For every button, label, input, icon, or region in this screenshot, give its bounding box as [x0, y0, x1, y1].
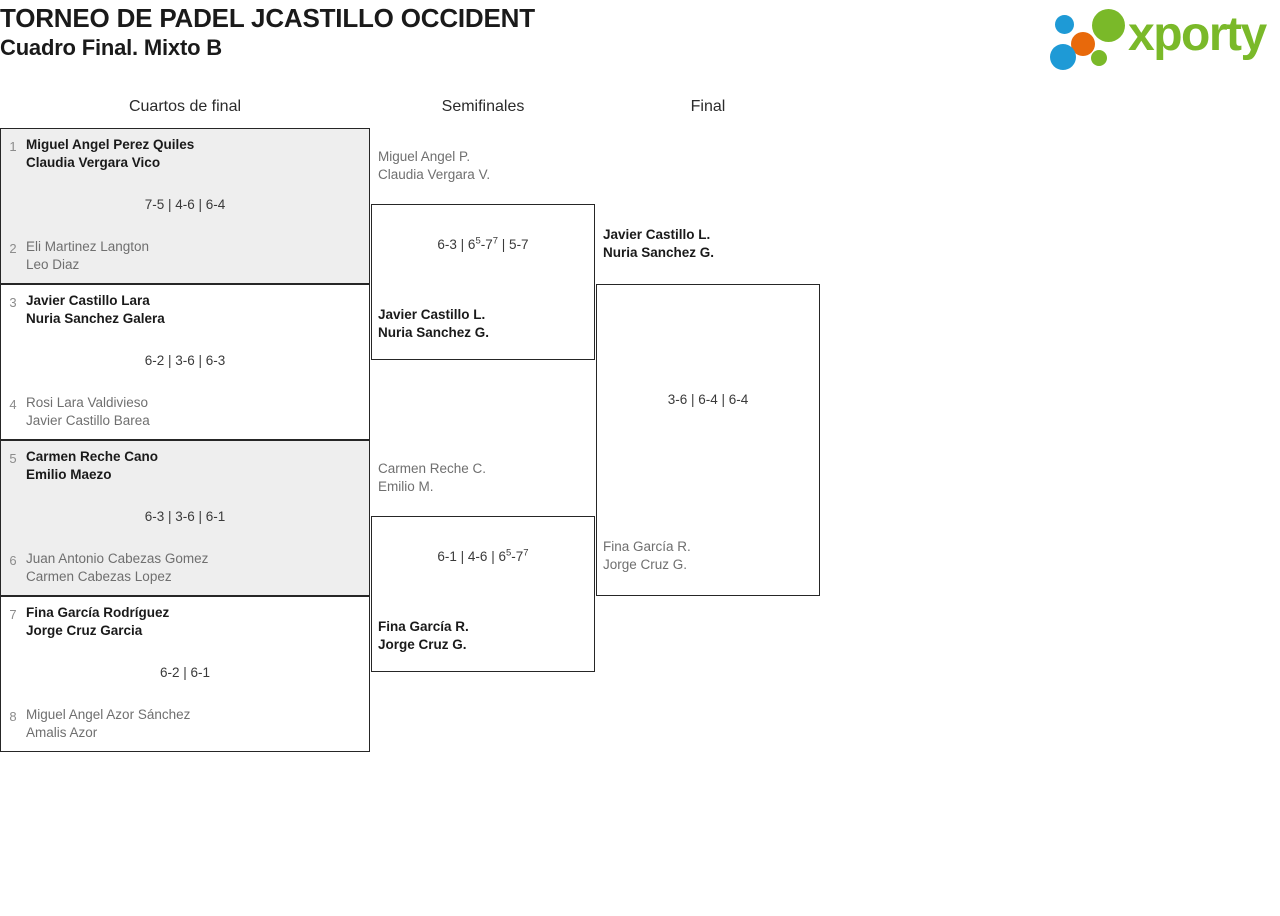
- player-name: Jorge Cruz G.: [378, 637, 467, 652]
- seed-number: 1: [9, 139, 17, 154]
- player-name: Carmen Reche C.: [378, 461, 487, 476]
- match-final[interactable]: Javier Castillo L. Nuria Sanchez G. 3-6 …: [596, 218, 820, 618]
- team-top: Carmen Reche Cano Emilio Maezo: [0, 448, 370, 484]
- match-score: 6-1 | 4-6 | 65-77: [437, 547, 529, 564]
- match-score: 6-3 | 65-77 | 5-7: [437, 235, 529, 252]
- match-box: [371, 516, 595, 672]
- player-name: Fina García R.: [378, 619, 469, 634]
- round-header-semifinals: Semifinales: [441, 98, 525, 115]
- player-name: Miguel Angel Perez Quiles: [26, 137, 195, 152]
- player-name: Carmen Reche Cano: [26, 449, 159, 464]
- match-quarterfinal-2[interactable]: 3 Javier Castillo Lara Nuria Sanchez Gal…: [0, 284, 370, 440]
- round-header-quarterfinals: Cuartos de final: [128, 98, 242, 115]
- player-name: Miguel Angel Azor Sánchez: [26, 707, 191, 722]
- player-name: Miguel Angel P.: [378, 149, 471, 164]
- xporty-logo[interactable]: xporty: [1050, 4, 1276, 70]
- match-box: [0, 596, 370, 752]
- team-bottom: Juan Antonio Cabezas Gomez Carmen Cabeza…: [0, 550, 370, 586]
- team-top: Carmen Reche C. Emilio M.: [371, 460, 595, 496]
- player-name: Juan Antonio Cabezas Gomez: [26, 551, 209, 566]
- player-name: Jorge Cruz Garcia: [26, 623, 143, 638]
- page-header: TORNEO DE PADEL JCASTILLO OCCIDENT Cuadr…: [0, 0, 1280, 78]
- logo-dot-blue-small: [1055, 15, 1074, 34]
- logo-dot-green-large: [1092, 9, 1125, 42]
- logo-dot-blue-large: [1050, 44, 1076, 70]
- logo-wordmark: xporty: [1128, 8, 1267, 61]
- player-name: Nuria Sanchez Galera: [26, 311, 165, 326]
- match-quarterfinal-4[interactable]: 7 Fina García Rodríguez Jorge Cruz Garci…: [0, 596, 370, 752]
- team-top: Javier Castillo Lara Nuria Sanchez Galer…: [0, 292, 370, 328]
- seed-number: 4: [9, 397, 17, 412]
- player-name: Fina García Rodríguez: [26, 605, 170, 620]
- seed-number: 5: [9, 451, 17, 466]
- player-name: Rosi Lara Valdivieso: [26, 395, 149, 410]
- match-box: [596, 284, 820, 596]
- match-score: 7-5 | 4-6 | 6-4: [144, 197, 226, 212]
- player-name: Carmen Cabezas Lopez: [26, 569, 172, 584]
- player-name: Claudia Vergara Vico: [26, 155, 161, 170]
- player-name: Fina García R.: [603, 539, 691, 554]
- player-name: Javier Castillo L.: [378, 307, 486, 322]
- match-score: 6-2 | 6-1: [159, 665, 211, 680]
- match-quarterfinal-3[interactable]: 5 Carmen Reche Cano Emilio Maezo 6-3 | 3…: [0, 440, 370, 596]
- player-name: Emilio M.: [378, 479, 434, 494]
- team-bottom: Fina García R. Jorge Cruz G.: [596, 538, 820, 574]
- team-bottom: Javier Castillo L. Nuria Sanchez G.: [371, 306, 595, 342]
- player-name: Jorge Cruz G.: [603, 557, 688, 572]
- match-semifinal-2[interactable]: Carmen Reche C. Emilio M. 6-1 | 4-6 | 65…: [371, 452, 595, 672]
- team-bottom: Fina García R. Jorge Cruz G.: [371, 618, 595, 654]
- match-box: [0, 128, 370, 284]
- seed-number: 8: [9, 709, 17, 724]
- player-name: Javier Castillo Lara: [26, 293, 150, 308]
- bracket-subtitle: Cuadro Final. Mixto B: [0, 35, 222, 60]
- tournament-name: TORNEO DE PADEL JCASTILLO OCCIDENT: [0, 3, 535, 33]
- team-top: Fina García Rodríguez Jorge Cruz Garcia: [0, 604, 370, 640]
- tournament-title-block: TORNEO DE PADEL JCASTILLO OCCIDENT Cuadr…: [0, 2, 535, 62]
- team-top: Miguel Angel Perez Quiles Claudia Vergar…: [0, 136, 370, 172]
- team-bottom: Rosi Lara Valdivieso Javier Castillo Bar…: [0, 394, 370, 430]
- player-name: Javier Castillo L.: [603, 227, 711, 242]
- round-header-final: Final: [690, 98, 726, 115]
- match-score: 6-3 | 3-6 | 6-1: [144, 509, 226, 524]
- player-name: Amalis Azor: [26, 725, 98, 740]
- match-semifinal-1[interactable]: Miguel Angel P. Claudia Vergara V. 6-3 |…: [371, 140, 595, 360]
- player-name: Emilio Maezo: [26, 467, 112, 482]
- player-name: Leo Diaz: [26, 257, 80, 272]
- player-name: Nuria Sanchez G.: [603, 245, 715, 260]
- match-box: [371, 204, 595, 360]
- seed-number: 6: [9, 553, 17, 568]
- team-bottom: Eli Martinez Langton Leo Diaz: [0, 238, 370, 274]
- player-name: Claudia Vergara V.: [378, 167, 491, 182]
- logo-dot-green-small: [1091, 50, 1107, 66]
- team-top: Javier Castillo L. Nuria Sanchez G.: [596, 226, 820, 262]
- logo-dots-icon: [1050, 8, 1132, 70]
- seed-number: 7: [9, 607, 17, 622]
- player-name: Nuria Sanchez G.: [378, 325, 490, 340]
- seed-number: 3: [9, 295, 17, 310]
- team-top: Miguel Angel P. Claudia Vergara V.: [371, 148, 595, 184]
- match-box: [0, 284, 370, 440]
- match-quarterfinal-1[interactable]: 1 Miguel Angel Perez Quiles Claudia Verg…: [0, 128, 370, 284]
- player-name: Javier Castillo Barea: [26, 413, 150, 428]
- player-name: Eli Martinez Langton: [26, 239, 150, 254]
- match-score: 6-2 | 3-6 | 6-3: [144, 353, 226, 368]
- team-bottom: Miguel Angel Azor Sánchez Amalis Azor: [0, 706, 370, 742]
- match-box: [0, 440, 370, 596]
- seed-number: 2: [9, 241, 17, 256]
- match-score: 3-6 | 6-4 | 6-4: [667, 392, 749, 407]
